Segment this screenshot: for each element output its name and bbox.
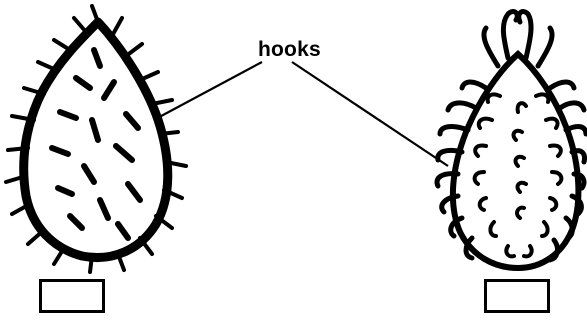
leader-line-right — [291, 61, 449, 167]
hooks-label: hooks — [258, 38, 321, 61]
leader-line-left — [149, 61, 263, 123]
left-fruit — [4, 4, 188, 274]
left-answer-box[interactable] — [39, 279, 105, 313]
right-answer-box[interactable] — [484, 279, 550, 313]
right-fruit — [434, 9, 587, 272]
